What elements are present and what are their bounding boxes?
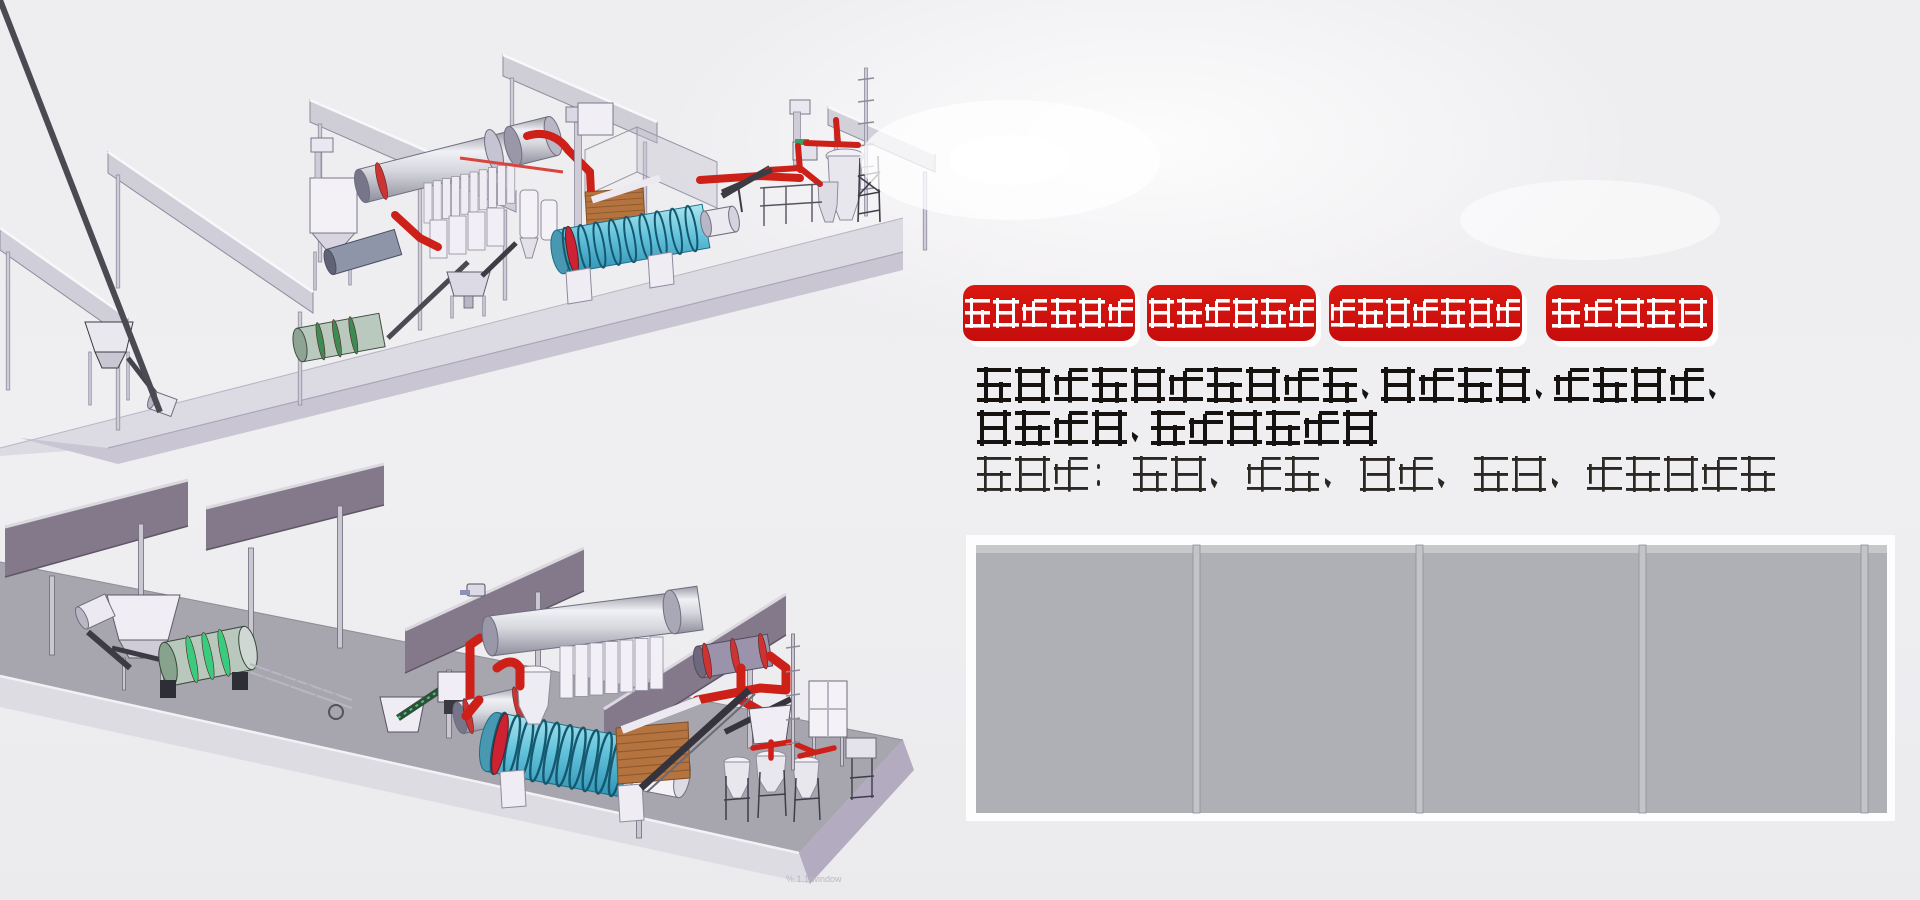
svg-text:%.1.1/window: %.1.1/window xyxy=(786,874,842,884)
